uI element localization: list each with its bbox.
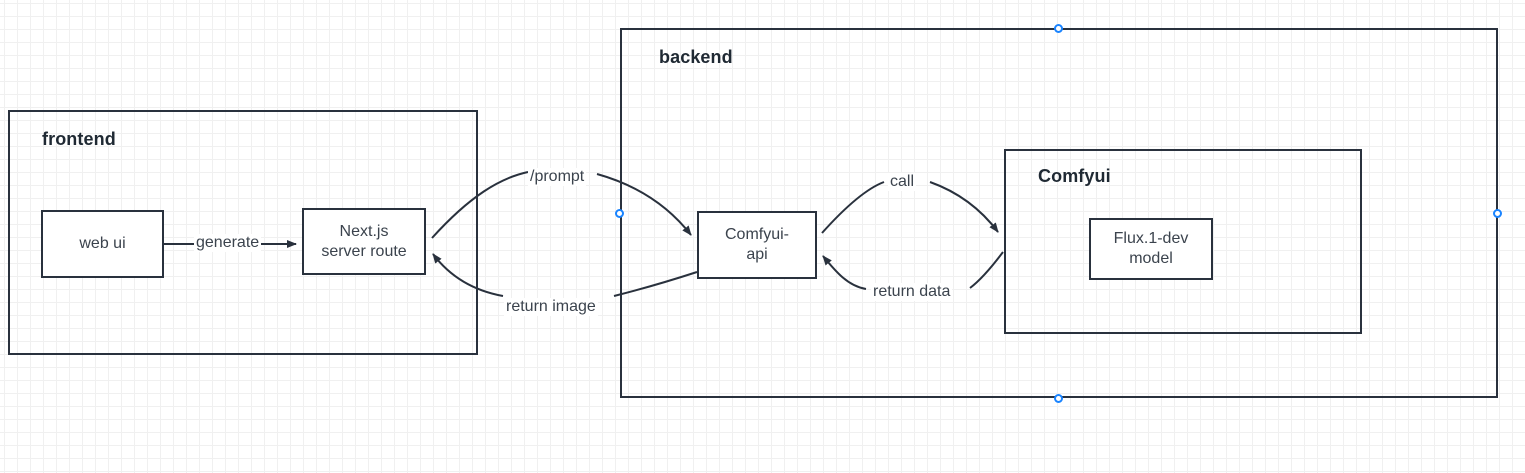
node-flux-model[interactable]: Flux.1-dev model (1089, 218, 1213, 280)
node-flux-model-label: Flux.1-dev model (1113, 230, 1189, 267)
container-frontend[interactable] (8, 110, 478, 355)
backend-right-handle[interactable] (1492, 208, 1502, 218)
node-web-ui[interactable]: web ui (41, 210, 164, 278)
edge-label-return-data: return data (871, 283, 953, 301)
node-comfyui-api[interactable]: Comfyui- api (697, 211, 817, 279)
container-comfyui[interactable] (1004, 149, 1362, 334)
edge-label-generate: generate (194, 234, 262, 252)
backend-bottom-handle[interactable] (1053, 393, 1063, 403)
node-comfyui-api-label: Comfyui- api (724, 226, 789, 263)
node-nextjs-server-route[interactable]: Next.js server route (302, 208, 426, 275)
container-comfyui-title: Comfyui (1038, 166, 1111, 186)
node-nextjs-server-route-label: Next.js server route (321, 222, 407, 260)
edge-label-call: call (888, 173, 917, 191)
backend-top-handle[interactable] (1053, 23, 1063, 33)
edge-label-prompt: /prompt (528, 168, 587, 186)
edge-label-return-image: return image (504, 298, 598, 316)
backend-left-handle[interactable] (614, 208, 624, 218)
container-backend-title: backend (659, 47, 733, 67)
node-web-ui-label: web ui (79, 235, 126, 252)
container-frontend-title: frontend (42, 129, 116, 149)
